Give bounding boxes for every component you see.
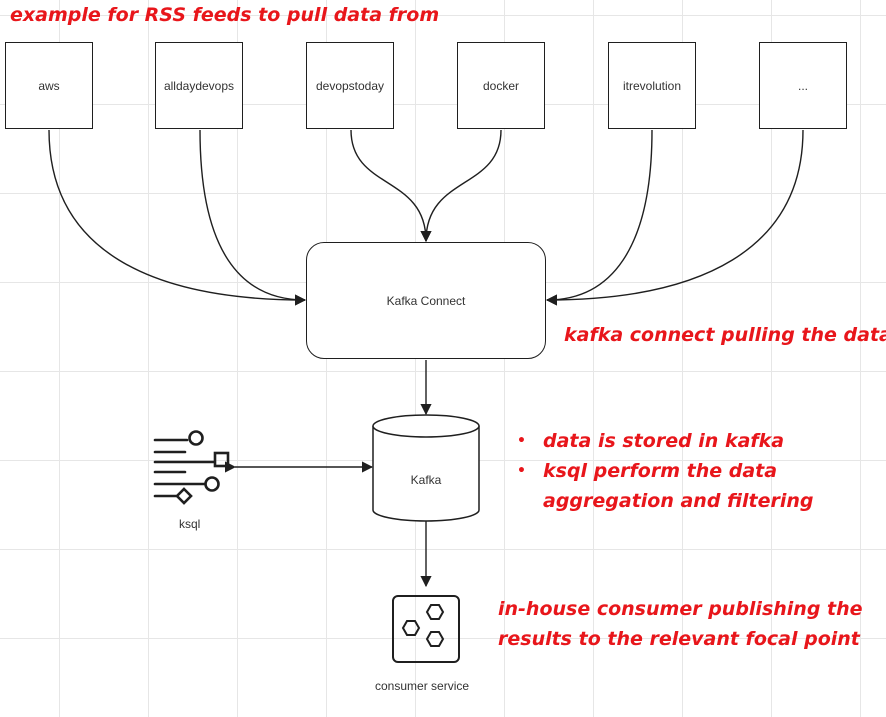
source-label: devopstoday [315,78,385,93]
kafka-notes: data is stored in kafka ksql perform the… [517,426,814,516]
source-label: alldaydevops [163,78,235,93]
source-label: ... [797,78,808,93]
connector-devopstoday [350,129,432,243]
kafka-note-item: ksql perform the data [517,456,814,486]
connector-aws [48,129,307,306]
kafka-cylinder[interactable]: Kafka [372,414,480,522]
source-box-aws[interactable]: aws [5,42,93,129]
connector-alldaydevops [199,129,307,306]
ksql-label: ksql [179,517,201,531]
connector-docker [420,129,502,243]
consumer-notes: in-house consumer publishing the results… [498,594,863,654]
source-box-docker[interactable]: docker [457,42,545,129]
source-label: aws [38,78,60,93]
connector-itrevolution [545,129,653,306]
kafka-note-item: aggregation and filtering [543,490,814,512]
kafka-note-item: data is stored in kafka [517,426,814,456]
kafka-connect-note: kafka connect pulling the data [564,324,886,346]
source-box-more[interactable]: ... [759,42,847,129]
source-box-devopstoday[interactable]: devopstoday [306,42,394,129]
kafka-label: Kafka [411,473,442,487]
source-box-itrevolution[interactable]: itrevolution [608,42,696,129]
kafka-connect-label: Kafka Connect [386,293,466,308]
source-label: docker [482,78,520,93]
consumer-service-icon[interactable] [392,595,460,663]
consumer-note-line: results to the relevant focal point [498,628,860,650]
connector-more [545,129,804,306]
kafka-connect-box[interactable]: Kafka Connect [306,242,546,359]
source-box-alldaydevops[interactable]: alldaydevops [155,42,243,129]
diagram-title-note: example for RSS feeds to pull data from [10,4,440,26]
ksql-flow-icon[interactable] [153,430,230,505]
consumer-note-line: in-house consumer publishing the [498,598,863,620]
source-label: itrevolution [622,78,682,93]
consumer-service-label: consumer service [375,679,470,693]
